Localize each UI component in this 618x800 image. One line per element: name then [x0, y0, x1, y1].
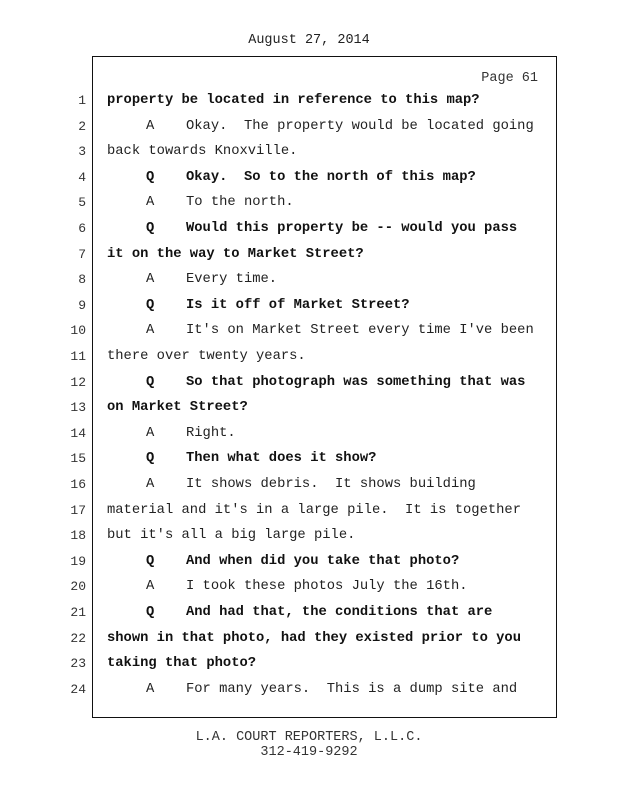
- line-text: It's on Market Street every time I've be…: [186, 323, 534, 339]
- line-text: It shows debris. It shows building: [186, 477, 476, 492]
- line-text: To the north.: [186, 195, 294, 211]
- speaker-label: Q: [146, 169, 155, 185]
- transcript-line: 11 there over twenty years.: [0, 349, 618, 369]
- line-text: Every time.: [186, 272, 278, 288]
- transcript-line: 14 A Right.: [0, 426, 618, 446]
- line-text: I took these photos July the 16th.: [186, 579, 468, 595]
- speaker-label: A: [146, 477, 155, 492]
- transcript-line: 21 Q And had that, the conditions that are: [0, 605, 618, 625]
- transcript-line: 15 Q Then what does it show?: [0, 451, 618, 471]
- line-number: 19: [70, 553, 86, 569]
- line-number: 14: [70, 425, 86, 441]
- line-text: there over twenty years.: [107, 349, 306, 364]
- line-number: 3: [78, 144, 86, 160]
- transcript-line: 24 A For many years. This is a dump site a…: [0, 682, 618, 702]
- transcript-frame: [92, 56, 557, 718]
- speaker-label: A: [146, 118, 155, 134]
- line-number: 6: [78, 221, 86, 236]
- line-text: Would this property be -- would you pass: [186, 221, 518, 236]
- line-number: 15: [70, 451, 86, 467]
- speaker-label: A: [146, 195, 155, 211]
- transcript-line: 20 A I took these photos July the 16th.: [0, 579, 618, 599]
- line-number: 17: [70, 502, 86, 518]
- line-number: 9: [78, 297, 86, 313]
- line-number: 2: [78, 118, 86, 134]
- transcript-line: 3 back towards Knoxville.: [0, 144, 618, 164]
- line-number: 1: [78, 93, 86, 108]
- line-text: So that photograph was something that wa…: [186, 374, 526, 390]
- transcript-line: 9 Q Is it off of Market Street?: [0, 298, 618, 318]
- line-number: 16: [70, 477, 86, 492]
- transcript-line: 7 it on the way to Market Street?: [0, 247, 618, 267]
- line-number: 20: [70, 579, 86, 595]
- transcript-line: 10 A It's on Market Street every time I've…: [0, 323, 618, 343]
- line-text: shown in that photo, had they existed pr…: [107, 630, 521, 646]
- line-number: 4: [78, 169, 86, 185]
- line-text: on Market Street?: [107, 400, 248, 416]
- footer-company: L.A. COURT REPORTERS, L.L.C.: [195, 730, 423, 745]
- speaker-label: A: [146, 681, 155, 697]
- transcript-line: 8 A Every time.: [0, 272, 618, 292]
- line-number: 21: [70, 605, 86, 620]
- transcript-line: 1 property be located in reference to thi…: [0, 93, 618, 113]
- speaker-label: A: [146, 579, 155, 595]
- footer-phone: 312-419-9292: [260, 745, 358, 760]
- line-number: 12: [70, 374, 86, 390]
- line-text: material and it's in a large pile. It is…: [107, 502, 521, 518]
- transcript-line: 5 A To the north.: [0, 195, 618, 215]
- line-number: 13: [70, 400, 86, 416]
- transcript-line: 18 but it's all a big large pile.: [0, 528, 618, 548]
- line-text: it on the way to Market Street?: [107, 246, 364, 262]
- header-date: August 27, 2014: [248, 33, 370, 48]
- transcript-line: 2 A Okay. The property would be located go…: [0, 119, 618, 139]
- speaker-label: Q: [146, 553, 155, 569]
- line-text: back towards Knoxville.: [107, 144, 298, 160]
- line-text: And when did you take that photo?: [186, 553, 460, 569]
- transcript-line: 13 on Market Street?: [0, 400, 618, 420]
- line-number: 10: [70, 323, 86, 339]
- transcript-line: 17 material and it's in a large pile. It …: [0, 503, 618, 523]
- transcript-line: 16 A It shows debris. It shows building: [0, 477, 618, 497]
- line-number: 5: [78, 195, 86, 211]
- line-number: 8: [78, 272, 86, 288]
- line-number: 22: [70, 630, 86, 646]
- speaker-label: Q: [146, 451, 155, 467]
- speaker-label: Q: [146, 374, 155, 390]
- line-number: 7: [78, 246, 86, 262]
- transcript-line: 6 Q Would this property be -- would you pa…: [0, 221, 618, 241]
- line-text: property be located in reference to this…: [107, 93, 480, 108]
- speaker-label: Q: [146, 605, 155, 620]
- speaker-label: Q: [146, 221, 155, 236]
- transcript-line: 4 Q Okay. So to the north of this map?: [0, 170, 618, 190]
- line-text: Then what does it show?: [186, 451, 377, 467]
- line-text: but it's all a big large pile.: [107, 528, 356, 544]
- line-text: For many years. This is a dump site and: [186, 681, 518, 697]
- line-text: taking that photo?: [107, 656, 257, 672]
- line-text: Right.: [186, 425, 236, 441]
- transcript-line: 22 shown in that photo, had they existed …: [0, 631, 618, 651]
- line-text: Okay. So to the north of this map?: [186, 169, 476, 185]
- line-text: Okay. The property would be located goin…: [186, 118, 534, 134]
- transcript-line: 23 taking that photo?: [0, 656, 618, 676]
- page-number: Page 61: [481, 71, 538, 86]
- speaker-label: A: [146, 425, 155, 441]
- speaker-label: A: [146, 272, 155, 288]
- transcript-line: 19 Q And when did you take that photo?: [0, 554, 618, 574]
- line-number: 11: [70, 349, 86, 364]
- speaker-label: Q: [146, 297, 155, 313]
- transcript-line: 12 Q So that photograph was something that…: [0, 375, 618, 395]
- line-number: 18: [70, 528, 86, 544]
- line-text: Is it off of Market Street?: [186, 297, 410, 313]
- line-number: 24: [70, 681, 86, 697]
- line-number: 23: [70, 656, 86, 672]
- line-text: And had that, the conditions that are: [186, 605, 493, 620]
- speaker-label: A: [146, 323, 155, 339]
